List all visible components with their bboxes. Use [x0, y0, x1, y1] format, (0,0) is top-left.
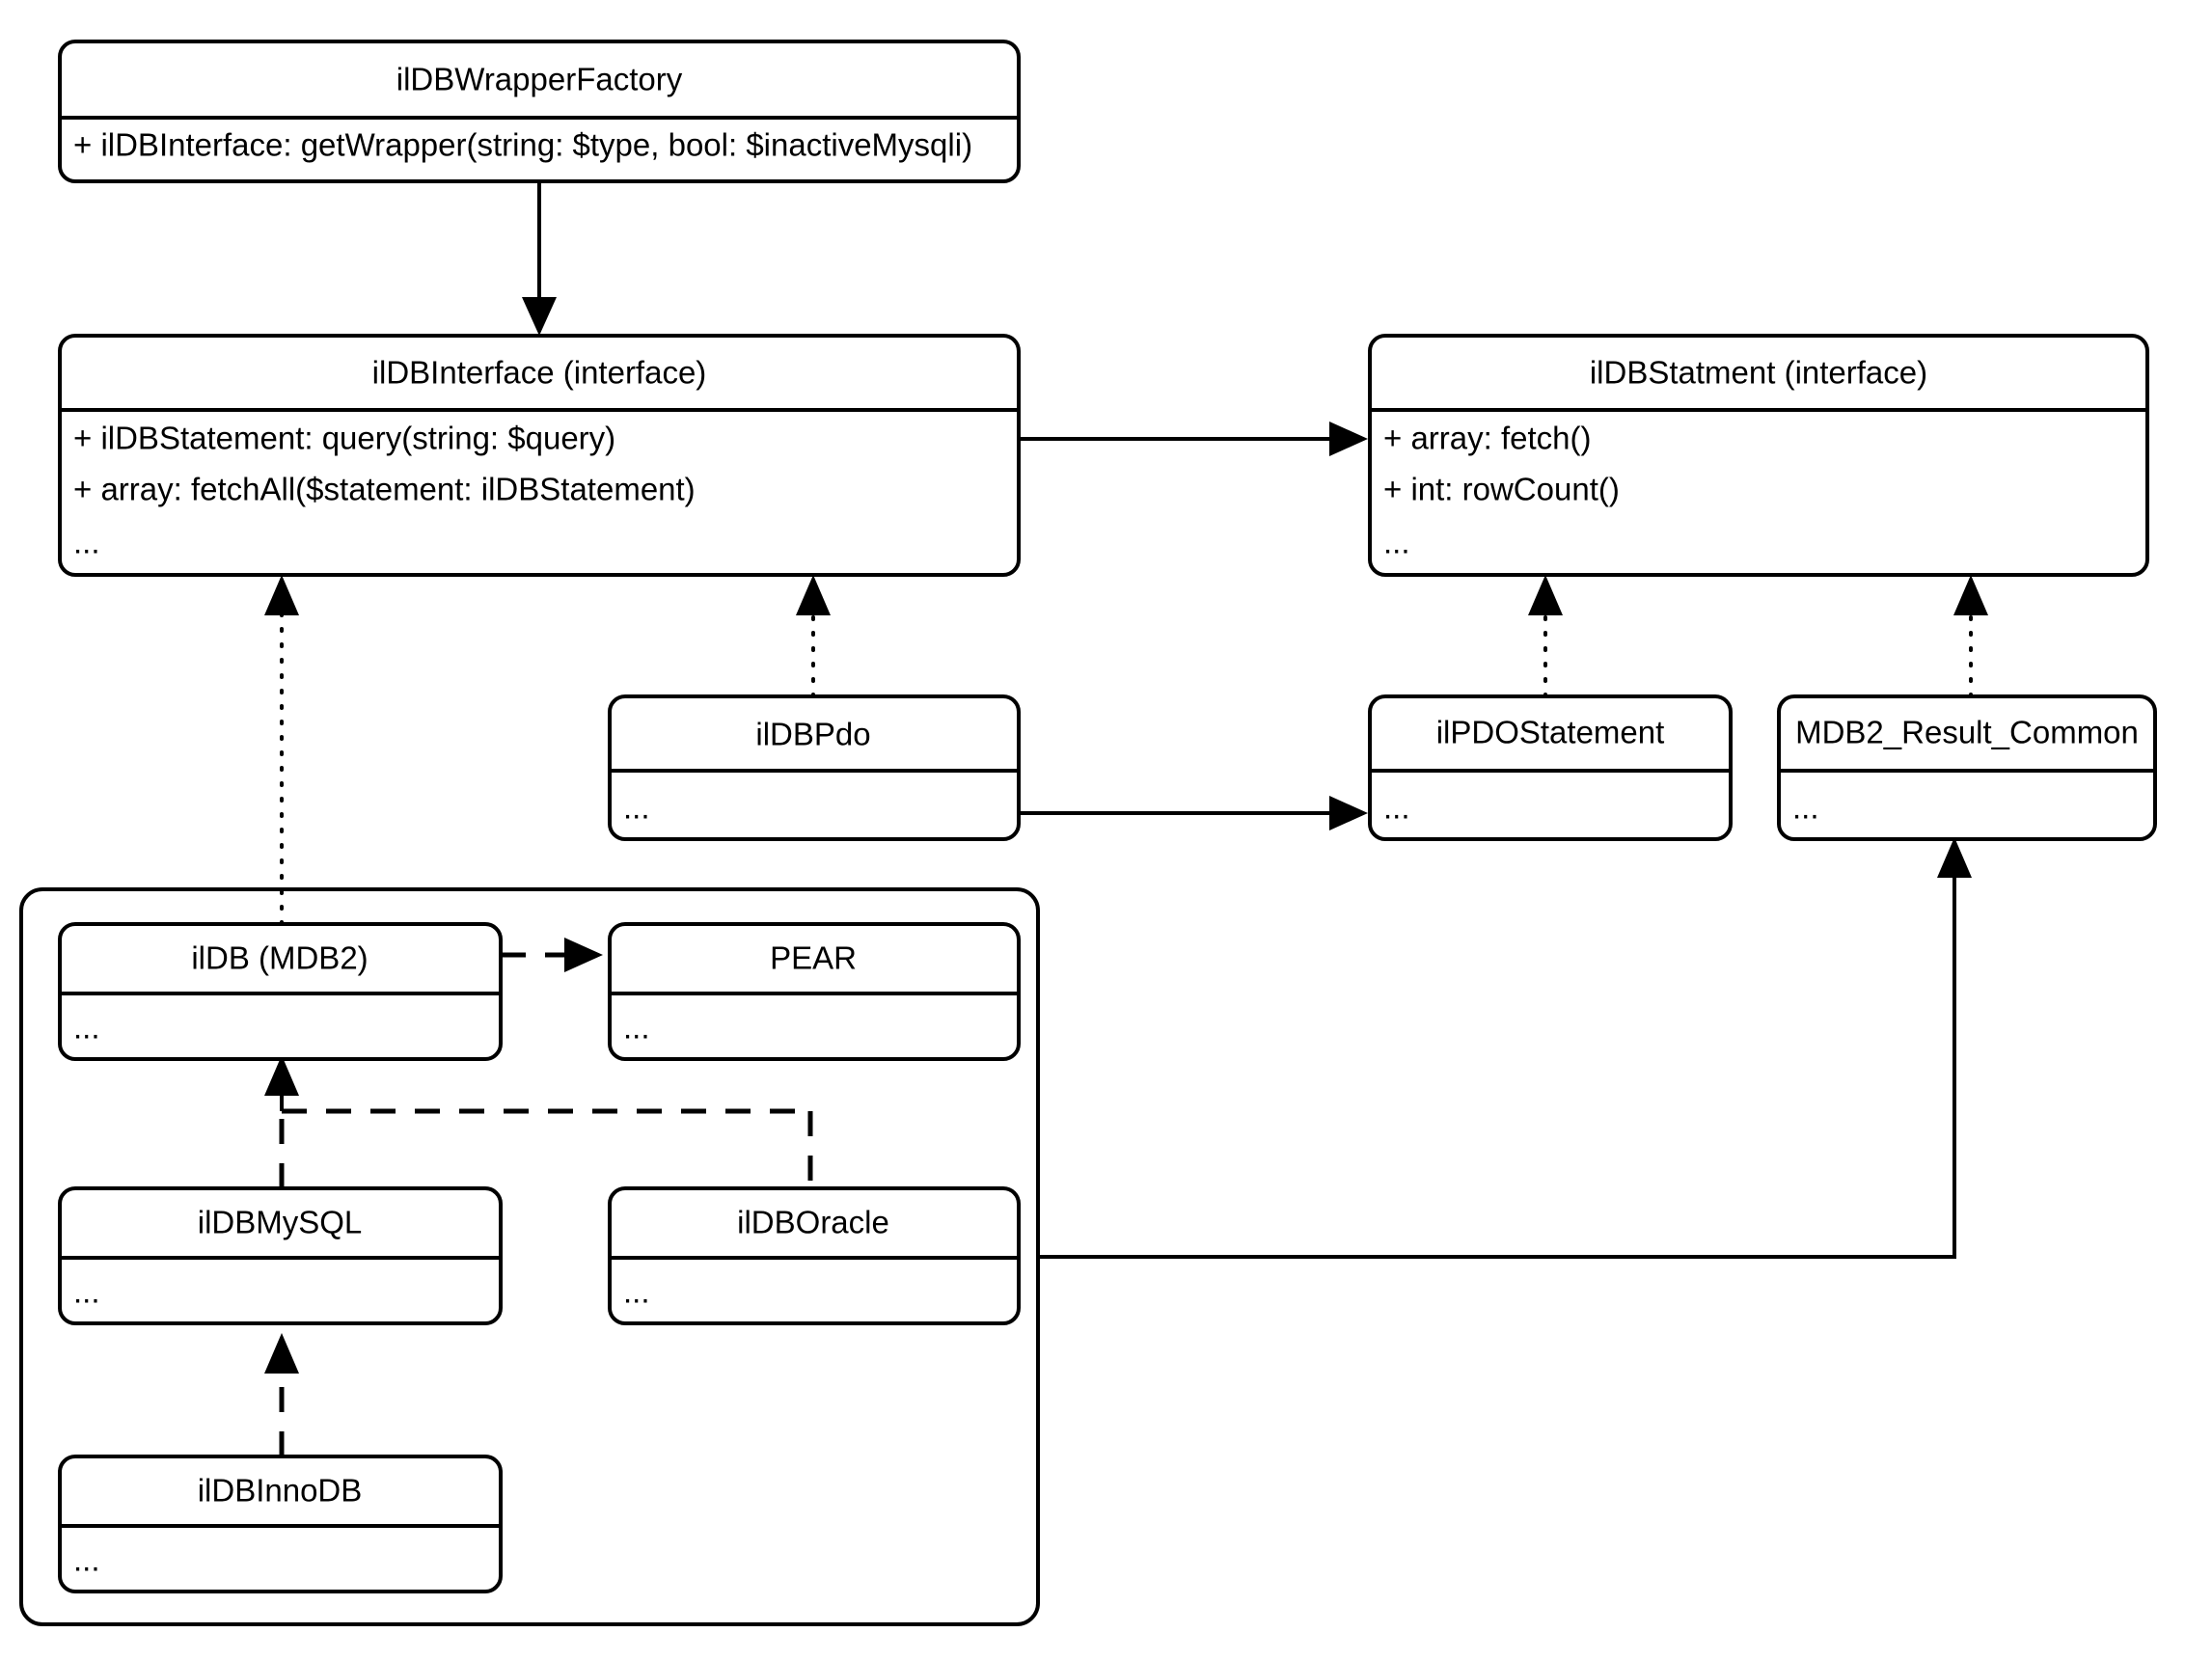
class-title: ilDBWrapperFactory — [396, 62, 683, 97]
class-member: ... — [73, 1274, 100, 1310]
class-title: ilDBPdo — [755, 717, 870, 752]
class-title: ilPDOStatement — [1436, 715, 1665, 750]
class-title: ilDBInnoDB — [198, 1473, 363, 1509]
class-member: ... — [623, 1274, 650, 1310]
class-box-ildbwrapperfactory[interactable]: ilDBWrapperFactory + ilDBInterface: getW… — [58, 40, 1021, 183]
class-box-rect — [58, 40, 1021, 183]
class-box-ildbpdo[interactable]: ilDBPdo ... — [608, 694, 1021, 841]
arrowhead-up-icon — [1528, 575, 1563, 615]
edge-mdb2-to-pear — [501, 938, 603, 972]
arrowhead-up-icon — [264, 1333, 299, 1374]
class-title: ilDB (MDB2) — [191, 940, 368, 976]
edge-mdb2result-realizes-statment — [1953, 575, 1988, 698]
arrowhead-right-icon — [1329, 796, 1368, 830]
edge-pdo-to-pdostatement — [1011, 796, 1368, 830]
class-member: ... — [1383, 790, 1410, 826]
class-member: + array: fetch() — [1383, 421, 1591, 456]
class-member: ... — [1383, 525, 1410, 560]
class-box-ildbstatment[interactable]: ilDBStatment (interface) + array: fetch(… — [1368, 334, 2149, 577]
arrowhead-right-icon — [1329, 422, 1368, 456]
edge-interface-to-statment — [1011, 422, 1368, 456]
class-title: PEAR — [770, 940, 857, 976]
edge-pdostatement-realizes-statment — [1528, 575, 1563, 698]
class-member: + int: rowCount() — [1383, 472, 1620, 507]
edge-mdb2-realizes-interface — [264, 575, 299, 926]
arrowhead-up-icon — [264, 1055, 299, 1096]
class-member: ... — [623, 790, 650, 826]
class-title: ilDBOracle — [737, 1205, 889, 1240]
arrowhead-up-icon — [1937, 837, 1972, 878]
class-box-mdb2-result-common[interactable]: MDB2_Result_Common ... — [1777, 694, 2157, 841]
arrowhead-down-icon — [522, 297, 557, 336]
class-member: ... — [623, 1010, 650, 1046]
class-title: ilDBStatment (interface) — [1590, 355, 1927, 391]
class-member: + ilDBStatement: query(string: $query) — [73, 421, 615, 456]
class-box-ildb-mdb2[interactable]: ilDB (MDB2) ... — [58, 922, 503, 1061]
class-member: ... — [1792, 790, 1819, 826]
class-member: ... — [73, 1542, 100, 1578]
class-box-rect — [1368, 334, 2149, 577]
class-box-pear[interactable]: PEAR ... — [608, 922, 1021, 1061]
class-box-rect — [1368, 694, 1733, 841]
class-box-ilpdostatement[interactable]: ilPDOStatement ... — [1368, 694, 1733, 841]
class-box-ildbinterface[interactable]: ilDBInterface (interface) + ilDBStatemen… — [58, 334, 1021, 577]
arrowhead-right-icon — [564, 938, 603, 972]
edge-oracle-to-mdb2result — [1038, 837, 1972, 1259]
class-member: ... — [73, 1010, 100, 1046]
class-title: ilDBMySQL — [198, 1205, 363, 1240]
class-title: ilDBInterface (interface) — [372, 355, 707, 391]
class-box-rect — [1777, 694, 2157, 841]
class-box-rect — [58, 334, 1021, 577]
class-member: + array: fetchAll($statement: ilDBStatem… — [73, 472, 696, 507]
arrowhead-up-icon — [1953, 575, 1988, 615]
class-box-ildbmysql[interactable]: ilDBMySQL ... — [58, 1186, 503, 1325]
class-title: MDB2_Result_Common — [1795, 715, 2139, 750]
arrowhead-up-icon — [796, 575, 831, 615]
class-member: + ilDBInterface: getWrapper(string: $typ… — [73, 127, 972, 163]
arrowhead-up-icon — [264, 575, 299, 615]
edge-subclasses-extend-mdb2 — [264, 1055, 813, 1188]
class-box-ildbinnodb[interactable]: ilDBInnoDB ... — [58, 1455, 503, 1593]
class-member: ... — [73, 525, 100, 560]
edge-pdo-realizes-interface — [796, 575, 831, 698]
class-box-rect — [608, 694, 1021, 841]
class-box-ildboracle[interactable]: ilDBOracle ... — [608, 1186, 1021, 1325]
edge-innodb-extends-mysql — [264, 1333, 299, 1456]
edge-factory-to-interface — [522, 181, 557, 336]
